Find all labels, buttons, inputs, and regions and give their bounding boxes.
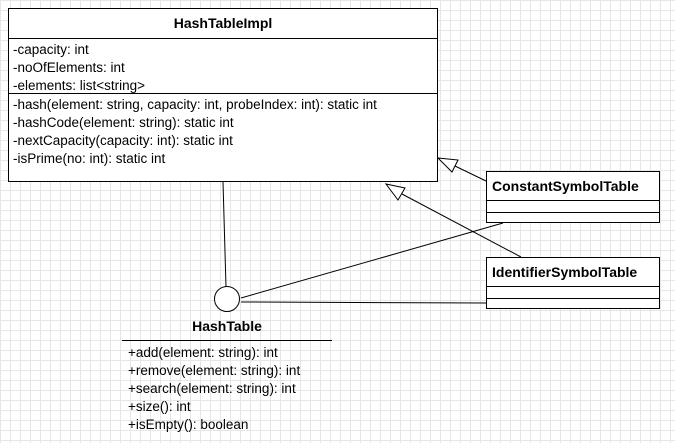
realization-line-constant[interactable]	[240, 222, 504, 299]
attribute-capacity: -capacity: int	[13, 42, 89, 57]
operations-compartment-empty	[487, 299, 659, 310]
class-divider	[487, 286, 659, 287]
operation-hash: -hash(element: string, capacity: int, pr…	[13, 97, 377, 112]
class-name-identifier-symbol-table: IdentifierSymbolTable	[492, 264, 638, 280]
attribute-elements: -elements: list<string>	[13, 78, 146, 93]
class-constant-symbol-table[interactable]: ConstantSymbolTable	[486, 171, 660, 223]
interface-hashtable[interactable]: HashTable +add(element: string): int +re…	[122, 312, 332, 434]
operations-compartment-empty	[487, 213, 659, 224]
class-identifier-symbol-table[interactable]: IdentifierSymbolTable	[486, 257, 660, 309]
interface-name-hashtable: HashTable	[192, 318, 262, 334]
operation-is-prime: -isPrime(no: int): static int	[13, 151, 166, 166]
attributes-compartment-empty	[487, 287, 659, 298]
realization-line-impl[interactable]	[222, 181, 227, 288]
class-divider	[9, 93, 437, 94]
interface-operation-search: +search(element: string): int	[128, 381, 296, 396]
generalization-line-constant[interactable]	[454, 165, 487, 182]
realization-line-identifier[interactable]	[240, 301, 487, 304]
class-name-constant-symbol-table: ConstantSymbolTable	[492, 178, 639, 194]
class-divider	[487, 200, 659, 201]
class-name-hashtable-impl: HashTableImpl	[173, 15, 273, 31]
class-hashtable-impl[interactable]: HashTableImpl -capacity: int -noOfElemen…	[8, 8, 438, 182]
generalization-line-identifier[interactable]	[401, 193, 522, 258]
operation-hash-code: -hashCode(element: string): static int	[13, 115, 234, 130]
interface-operation-remove: +remove(element: string): int	[128, 363, 301, 378]
interface-divider	[122, 340, 332, 341]
class-divider	[9, 38, 437, 39]
generalization-arrowhead-identifier	[384, 183, 406, 201]
interface-operation-is-empty: +isEmpty(): boolean	[128, 417, 249, 432]
interface-operations: +add(element: string): int +remove(eleme…	[122, 344, 332, 434]
attribute-no-of-elements: -noOfElements: int	[13, 60, 125, 75]
class-divider	[487, 212, 659, 213]
interface-lollipop-circle[interactable]	[214, 286, 240, 312]
attributes-compartment-empty	[487, 201, 659, 212]
interface-operation-size: +size(): int	[128, 399, 191, 414]
interface-operation-add: +add(element: string): int	[128, 345, 278, 360]
generalization-arrowhead-constant	[436, 157, 459, 173]
class-divider	[487, 298, 659, 299]
attributes-compartment: -capacity: int -noOfElements: int -eleme…	[9, 39, 437, 93]
operation-next-capacity: -nextCapacity(capacity: int): static int	[13, 133, 233, 148]
operations-compartment: -hash(element: string, capacity: int, pr…	[9, 94, 437, 169]
